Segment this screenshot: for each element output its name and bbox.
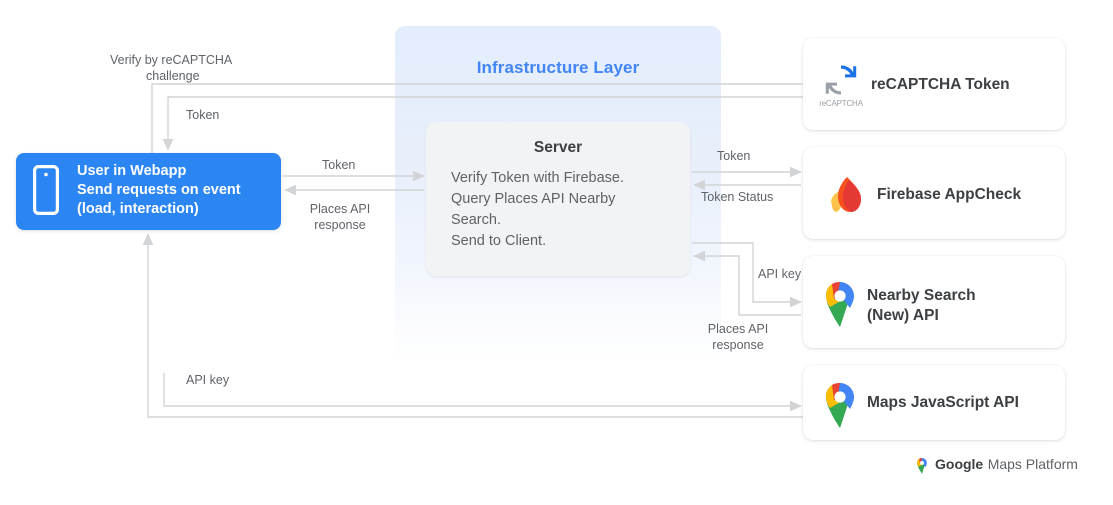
brand-google-text: Google — [935, 456, 984, 472]
label-places-api-response-client: Places API response — [288, 201, 392, 233]
google-maps-pin-icon — [917, 457, 927, 474]
nearby-label-line-1: Nearby Search — [867, 287, 976, 304]
service-label-nearby-search: Nearby Search (New) API — [867, 286, 976, 326]
server-line-3: Search. — [451, 212, 501, 228]
user-webapp-label: User in Webapp Send requests on event (l… — [77, 162, 277, 219]
label-api-key-to-nearby: API key — [758, 267, 802, 281]
places-response-right-line-2: response — [712, 338, 764, 352]
nearby-label-line-2: (New) API — [867, 307, 939, 324]
label-token-to-server: Token — [322, 158, 356, 172]
recaptcha-wordmark: reCAPTCHA — [819, 99, 863, 108]
label-verify-recaptcha-line-1: Verify by reCAPTCHA — [110, 53, 233, 67]
server-line-2: Query Places API Nearby — [451, 191, 616, 207]
label-token-status-from-firebase: Token Status — [701, 190, 774, 204]
places-response-line-1: Places API — [309, 202, 371, 216]
google-maps-pin-icon — [825, 281, 854, 327]
service-card-recaptcha[interactable] — [803, 38, 1065, 130]
places-response-right-line-1: Places API — [707, 322, 769, 336]
firebase-flame-icon — [831, 177, 861, 212]
brand-product-text: Maps Platform — [987, 456, 1078, 472]
server-line-1: Verify Token with Firebase. — [451, 170, 625, 186]
infrastructure-layer-title: Infrastructure Layer — [476, 58, 640, 77]
mobile-phone-icon — [33, 165, 59, 215]
user-line-3: (load, interaction) — [77, 201, 199, 217]
service-label-firebase: Firebase AppCheck — [877, 186, 1022, 203]
label-token-to-firebase: Token — [717, 149, 751, 163]
label-verify-recaptcha-line-2: challenge — [146, 69, 200, 83]
service-label-recaptcha: reCAPTCHA Token — [871, 76, 1010, 93]
label-places-api-response-server: Places API response — [686, 321, 790, 353]
server-card — [426, 122, 690, 276]
server-description: Verify Token with Firebase. Query Places… — [451, 168, 681, 252]
recaptcha-icon — [825, 65, 857, 95]
label-token-to-client: Token — [186, 108, 220, 122]
user-line-1: User in Webapp — [77, 163, 187, 179]
server-line-4: Send to Client. — [451, 233, 547, 249]
server-title: Server — [533, 139, 583, 156]
places-response-line-2: response — [314, 218, 366, 232]
user-line-2: Send requests on event — [77, 182, 241, 198]
service-label-maps-javascript: Maps JavaScript API — [867, 394, 1019, 411]
google-maps-pin-icon — [825, 382, 854, 428]
user-webapp-box[interactable] — [16, 153, 281, 230]
label-api-key-to-mapsjs: API key — [186, 373, 230, 387]
